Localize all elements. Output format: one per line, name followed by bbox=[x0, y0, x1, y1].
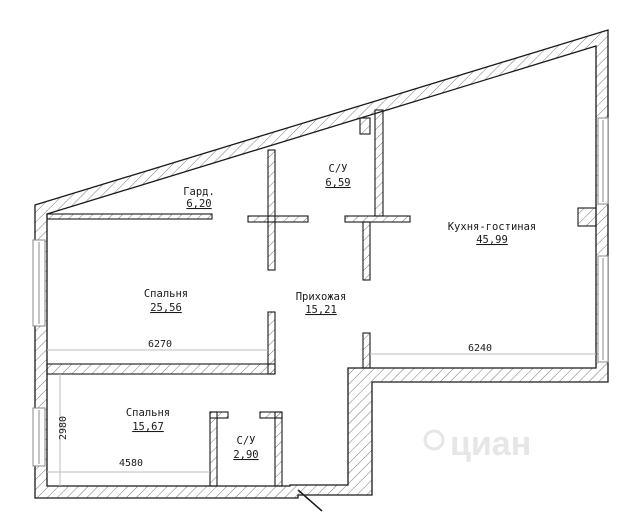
wall-cy-right-top bbox=[374, 109, 384, 217]
wall-kitchen-pillar bbox=[577, 207, 597, 227]
room-bathroom-1-name: С/У bbox=[329, 163, 348, 175]
room-bathroom-2-area: 2,90 bbox=[233, 449, 258, 461]
room-kitchen-living-area: 45,99 bbox=[476, 234, 508, 246]
dimension-kitchen-width: 6240 bbox=[468, 343, 492, 354]
wall-cy2-top-right bbox=[259, 411, 283, 419]
wall-cy2-left bbox=[209, 411, 218, 487]
wall-cy2-top-left bbox=[209, 411, 229, 419]
room-hallway: Прихожая 15,21 bbox=[296, 291, 347, 316]
wall-crossbar-left bbox=[247, 215, 309, 223]
wall-bedroom-divider bbox=[46, 363, 276, 375]
room-bathroom-1: С/У 6,59 bbox=[325, 163, 350, 189]
room-gard-area: 6,20 bbox=[186, 198, 211, 210]
room-gard-name: Гард. bbox=[183, 186, 215, 198]
wall-cy2-right bbox=[274, 411, 283, 487]
wall-crossbar-right bbox=[344, 215, 411, 223]
wall-left-vertical-top bbox=[267, 149, 276, 271]
wall-right-vertical bbox=[362, 221, 371, 281]
watermark: циан bbox=[423, 425, 531, 463]
wall-door-stub bbox=[359, 117, 371, 135]
room-bedroom-2-area: 15,67 bbox=[132, 421, 164, 433]
room-hallway-name: Прихожая bbox=[296, 291, 347, 303]
room-bathroom-2-name: С/У bbox=[237, 435, 256, 447]
room-bedroom-1-area: 25,56 bbox=[150, 302, 182, 314]
entrance-door bbox=[297, 489, 323, 512]
interior-walls bbox=[46, 109, 597, 487]
watermark-text: циан bbox=[450, 425, 531, 463]
wall-right-vertical-low bbox=[362, 332, 371, 369]
room-bedroom-1: Спальня 25,56 bbox=[144, 288, 188, 314]
room-bathroom-2: С/У 2,90 bbox=[233, 435, 258, 461]
room-bedroom-2-name: Спальня bbox=[126, 407, 170, 419]
room-hallway-area: 15,21 bbox=[305, 304, 337, 316]
room-kitchen-living-name: Кухня-гостиная bbox=[448, 221, 537, 233]
dimension-lines bbox=[47, 349, 596, 486]
room-bedroom-1-name: Спальня bbox=[144, 288, 188, 300]
dimension-bedroom-1-width: 6270 bbox=[148, 339, 172, 350]
room-gard: Гард. 6,20 bbox=[183, 186, 215, 210]
room-bedroom-2: Спальня 15,67 bbox=[126, 407, 170, 433]
wall-gard-bottom bbox=[46, 213, 213, 220]
room-kitchen-living: Кухня-гостиная 45,99 bbox=[448, 221, 537, 246]
windows bbox=[32, 117, 609, 467]
dimension-bedroom-2-width: 4580 bbox=[119, 458, 143, 469]
room-bathroom-1-area: 6,59 bbox=[325, 177, 350, 189]
dimension-bedroom-2-height: 2980 bbox=[58, 416, 69, 440]
